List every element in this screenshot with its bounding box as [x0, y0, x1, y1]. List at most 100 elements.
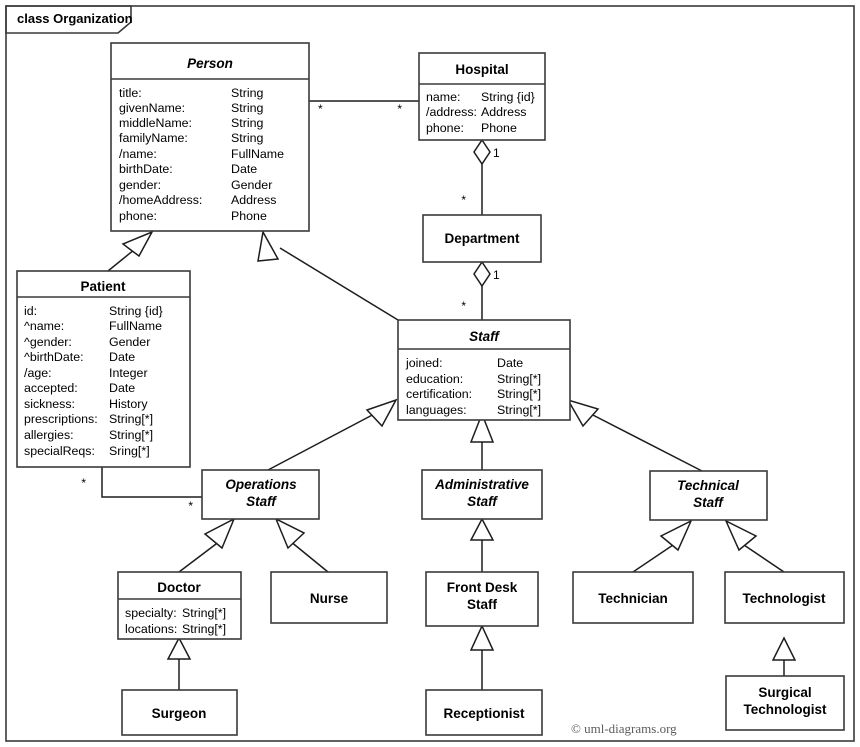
attr-name: ^name: — [24, 319, 64, 333]
class-operations-staff[interactable]: Operations Staff — [201, 469, 320, 520]
class-surgeon[interactable]: Surgeon — [121, 689, 238, 736]
class-surgical-technologist-line1: Surgical — [758, 685, 811, 700]
attr-name: prescriptions: — [24, 412, 98, 426]
class-surgeon-name: Surgeon — [152, 706, 207, 721]
operations-staff-generalization[interactable] — [267, 398, 398, 471]
patient-person-generalization[interactable] — [107, 230, 154, 272]
attr-type: String {id} — [109, 304, 163, 318]
class-technical-staff[interactable]: Technical Staff — [649, 470, 768, 521]
doctor-generalization[interactable] — [178, 517, 236, 573]
class-department[interactable]: Department — [422, 214, 542, 263]
attr-type: Phone — [481, 121, 517, 135]
frame-label: class Organization — [17, 11, 133, 26]
class-hospital[interactable]: Hospital name: String {id} /address: Add… — [418, 52, 546, 141]
staff-person-generalization[interactable] — [257, 229, 399, 321]
attr-name: accepted: — [24, 381, 78, 395]
attr-type: String[*] — [497, 403, 541, 417]
person-hospital-association[interactable]: * * — [309, 100, 419, 116]
attr-name: /address: — [426, 105, 477, 119]
class-administrative-staff[interactable]: Administrative Staff — [421, 469, 543, 520]
class-front-desk-staff[interactable]: Front Desk Staff — [425, 571, 539, 627]
technologist-generalization[interactable] — [724, 519, 785, 573]
class-operations-staff-line2: Staff — [246, 494, 277, 509]
class-person[interactable]: Person title: String givenName: String m… — [110, 42, 310, 232]
attr-type: Address — [231, 193, 276, 207]
attr-name: givenName: — [119, 101, 185, 115]
patient-operations-staff-association[interactable]: * * — [81, 467, 202, 513]
attr-name: phone: — [426, 121, 464, 135]
class-technologist-name: Technologist — [743, 591, 827, 606]
technician-generalization[interactable] — [632, 519, 693, 573]
attr-type: Gender — [109, 335, 150, 349]
attr-name: name: — [426, 90, 460, 104]
attr-name: specialReqs: — [24, 444, 95, 458]
class-front-desk-staff-line1: Front Desk — [447, 580, 518, 595]
mult-department-end: * — [461, 193, 466, 207]
class-administrative-staff-line1: Administrative — [434, 477, 529, 492]
attr-name: allergies: — [24, 428, 74, 442]
class-administrative-staff-line2: Staff — [467, 494, 498, 509]
mult-hospital-end: * — [397, 102, 402, 116]
class-surgical-technologist[interactable]: Surgical Technologist — [725, 675, 845, 731]
attr-name: ^birthDate: — [24, 350, 84, 364]
attr-type: Address — [481, 105, 526, 119]
attr-name: birthDate: — [119, 162, 173, 176]
mult-department-agg-end: 1 — [493, 268, 500, 282]
mult-staff-end: * — [461, 299, 466, 313]
class-staff[interactable]: Staff joined: Date education: String[*] … — [397, 319, 571, 421]
attr-type: String[*] — [109, 412, 153, 426]
credit-text: © uml-diagrams.org — [571, 721, 677, 736]
attr-name: /name: — [119, 147, 157, 161]
mult-patient-end: * — [81, 476, 86, 490]
attr-name: specialty: — [125, 606, 177, 620]
attr-name: education: — [406, 372, 463, 386]
class-technologist[interactable]: Technologist — [724, 571, 845, 624]
surgeon-generalization[interactable] — [166, 636, 192, 690]
department-staff-aggregation[interactable]: 1 * — [461, 260, 500, 320]
nurse-generalization[interactable] — [274, 517, 329, 573]
administrative-staff-generalization[interactable] — [469, 411, 495, 470]
attr-type: Phone — [231, 209, 267, 223]
attr-name: id: — [24, 304, 37, 318]
attr-name: /homeAddress: — [119, 193, 202, 207]
receptionist-generalization[interactable] — [469, 624, 495, 690]
attr-type: String {id} — [481, 90, 535, 104]
class-technician[interactable]: Technician — [572, 571, 694, 624]
attr-name: title: — [119, 86, 142, 100]
attr-type: Date — [231, 162, 257, 176]
mult-hospital-agg-end: 1 — [493, 146, 500, 160]
attr-type: FullName — [109, 319, 162, 333]
attr-name: ^gender: — [24, 335, 72, 349]
technical-staff-generalization[interactable] — [566, 398, 703, 472]
mult-person-end: * — [318, 102, 323, 116]
attr-type: String[*] — [497, 372, 541, 386]
front-desk-staff-generalization[interactable] — [469, 517, 495, 572]
attr-type: String[*] — [109, 428, 153, 442]
attr-type: Gender — [231, 178, 272, 192]
diagram-frame: class Organization — [5, 5, 855, 742]
class-nurse-name: Nurse — [310, 591, 349, 606]
class-doctor[interactable]: Doctor specialty: String[*] locations: S… — [117, 571, 242, 640]
attr-type: Date — [109, 350, 135, 364]
attr-type: FullName — [231, 147, 284, 161]
attr-type: History — [109, 397, 148, 411]
attr-name: phone: — [119, 209, 157, 223]
attr-name: gender: — [119, 178, 161, 192]
attr-type: String — [231, 131, 263, 145]
attr-name: middleName: — [119, 116, 192, 130]
attr-type: String[*] — [497, 387, 541, 401]
class-patient-name: Patient — [80, 279, 126, 294]
class-receptionist[interactable]: Receptionist — [425, 689, 543, 736]
attr-type: String[*] — [182, 622, 226, 636]
attr-type: Date — [109, 381, 135, 395]
class-staff-name: Staff — [469, 329, 500, 344]
class-department-name: Department — [444, 231, 520, 246]
class-patient[interactable]: Patient id: String {id} ^name: FullName … — [16, 270, 191, 468]
mult-ops-end: * — [188, 499, 193, 513]
class-hospital-name: Hospital — [455, 62, 508, 77]
class-nurse[interactable]: Nurse — [270, 571, 388, 624]
hospital-department-aggregation[interactable]: 1 * — [461, 138, 500, 215]
attr-type: String — [231, 101, 263, 115]
attr-name: locations: — [125, 622, 177, 636]
attr-name: /age: — [24, 366, 52, 380]
